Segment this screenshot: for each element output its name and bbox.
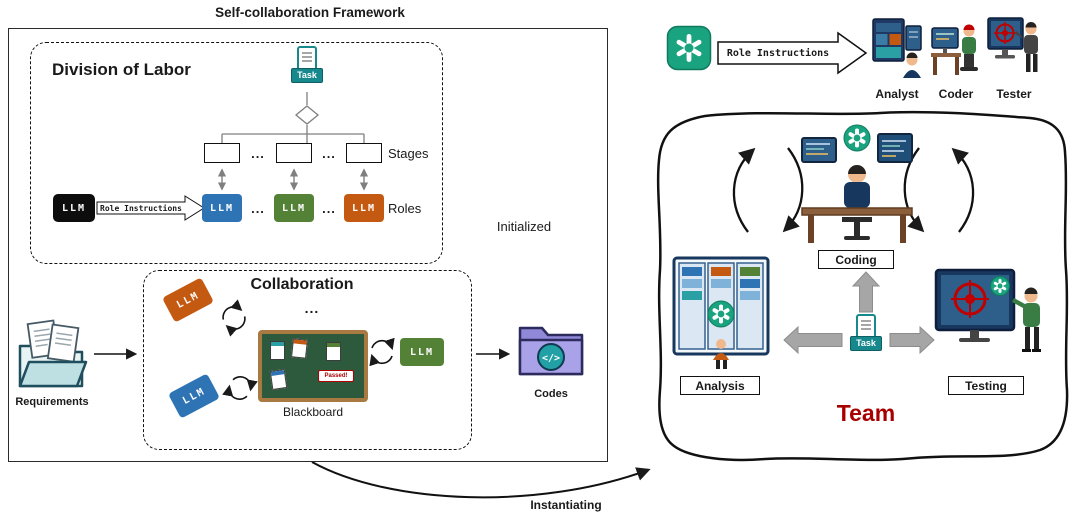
team-label: Team [836,400,896,426]
initialized-label: Initialized [496,219,552,234]
testing-label: Testing [948,376,1024,395]
codes-icon: </> [516,316,586,387]
stage-box-2 [276,143,312,163]
roles-ellipsis-1: ... [251,201,265,216]
team-role-instructions-label: Role Instructions [726,47,830,59]
blackboard: Passed! [258,330,368,402]
analyst-icon [872,14,922,83]
framework-box [8,28,608,462]
gpt-logo-icon [707,300,735,328]
task-dispatch-arrows [783,271,935,355]
arrow-left [783,325,843,355]
coding-label: Coding [818,250,894,269]
codes-glyph: </> [542,353,560,364]
stages-ellipsis-1: ... [251,146,265,161]
requirements-label: Requirements [15,396,89,408]
task-document-icon [856,314,876,339]
blackboard-doc-icon [326,342,341,361]
exchange-arrows-orange [222,299,246,337]
stage-box-3 [346,143,382,163]
role-instructions-arrow [96,195,205,221]
roles-ellipsis-2: ... [322,201,336,216]
instantiating-arrow [311,461,651,499]
blackboard-doc-icon [291,338,308,359]
stage-box-1 [204,143,240,163]
llm-base-black: LLM [53,194,95,222]
collab-llm-green: LLM [400,338,444,366]
team-task-label: Task [850,336,882,351]
role-instructions-label: Role Instructions [100,203,182,213]
exchange-arrows-green [369,337,395,367]
stages-label: Stages [388,146,429,161]
team-cycle-arrows [732,147,975,233]
passed-tag: Passed! [318,370,354,382]
stage-role-arrows [217,168,369,191]
team-task-icon: Task [846,314,886,351]
llm-role-blue: LLM [202,194,242,222]
framework-title: Self-collaboration Framework [215,5,405,20]
collaboration-title: Collaboration [250,276,354,293]
stages-ellipsis-2: ... [322,146,336,161]
division-title: Division of Labor [52,60,191,79]
tester-label: Tester [996,87,1032,101]
analysis-label: Analysis [680,376,760,395]
blackboard-doc-icon [270,341,285,360]
arrow-right [889,325,935,355]
arrow-up [851,271,881,313]
task-icon: Task [287,46,327,83]
instantiating-label: Instantiating [530,498,602,512]
gpt-logo-icon [666,25,712,76]
coder-icon [931,14,981,83]
roles-label: Roles [388,201,422,216]
blackboard-doc-icon [269,369,288,390]
requirements-icon [14,318,88,399]
testing-illustration [934,266,1046,375]
blackboard-label: Blackboard [282,405,344,419]
decision-diamond-icon [294,105,320,125]
division-of-labor-box [30,42,443,264]
collaboration-ellipsis: ... [304,300,320,316]
gpt-logo-icon [843,124,871,152]
analysis-illustration [672,256,770,375]
collaboration-box [143,270,472,450]
tester-icon [987,14,1041,83]
task-label: Task [291,68,323,83]
team-role-instructions-arrow [717,31,868,75]
codes-label: Codes [534,388,568,400]
coder-label: Coder [938,87,974,101]
llm-role-orange: LLM [344,194,384,222]
llm-role-green: LLM [274,194,314,222]
analyst-label: Analyst [875,87,919,101]
gpt-logo-icon [990,276,1010,296]
task-decomposition-lines [221,92,365,143]
exchange-arrows-blue [222,376,258,400]
coding-illustration [800,118,914,251]
